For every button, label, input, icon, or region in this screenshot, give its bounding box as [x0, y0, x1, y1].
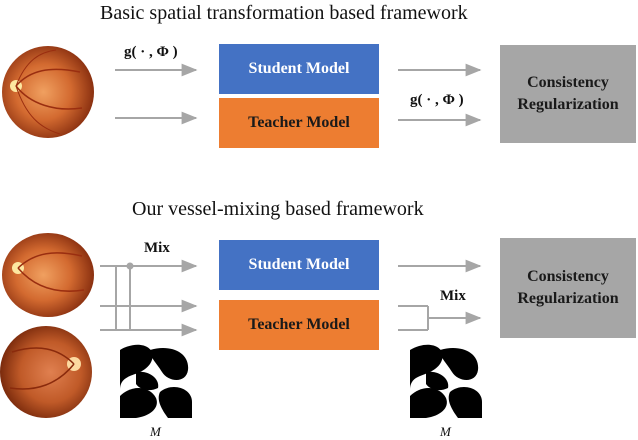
mix-connectors-left	[100, 259, 198, 337]
mix-label-2: Mix	[440, 288, 466, 304]
transform-label-1: g( · , Φ )	[124, 44, 178, 60]
consistency-box-bottom: Consistency Regularization	[500, 238, 636, 338]
student-model-box-top: Student Model	[219, 44, 379, 94]
fundus-image-bottom-2	[0, 324, 96, 420]
transform-label-2: g( · , Φ )	[410, 92, 464, 108]
mix-connectors-right	[398, 305, 482, 331]
student-model-box-bottom: Student Model	[219, 240, 379, 290]
mask-label-left: M	[150, 424, 161, 439]
vessel-mask-left	[118, 340, 192, 418]
fundus-image-bottom-1	[0, 232, 96, 318]
consistency-box-top: Consistency Regularization	[500, 45, 636, 143]
top-title: Basic spatial transformation based frame…	[100, 2, 468, 24]
teacher-model-box-top: Teacher Model	[219, 98, 379, 148]
teacher-model-box-bottom: Teacher Model	[219, 300, 379, 350]
mix-junction-dot	[126, 262, 134, 270]
mix-label-1: Mix	[144, 240, 170, 256]
bottom-title: Our vessel-mixing based framework	[132, 198, 424, 220]
mask-label-right: M	[440, 424, 451, 439]
vessel-mask-right	[408, 340, 482, 418]
fundus-image-top	[0, 44, 96, 140]
